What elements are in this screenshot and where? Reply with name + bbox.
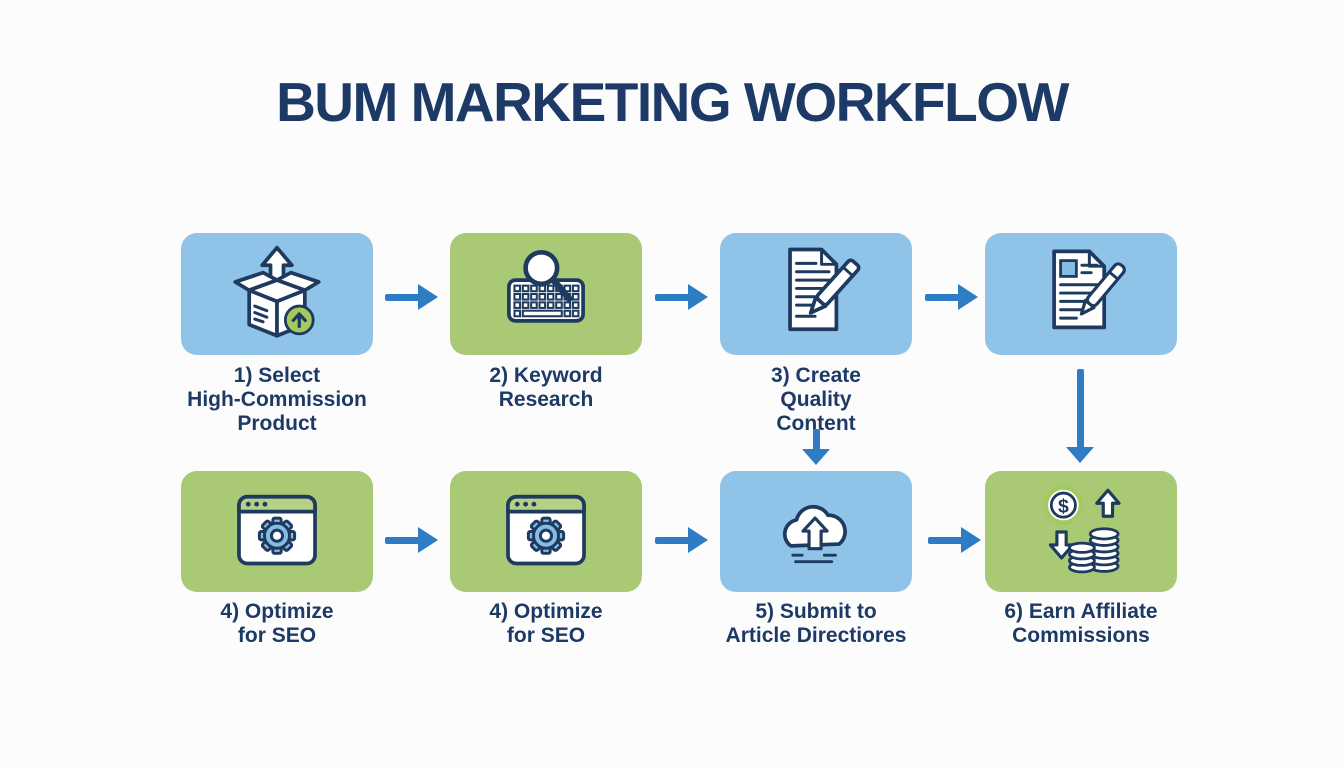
step-label-keyword-research: 2) Keyword Research	[489, 364, 603, 411]
product-box-upload-icon	[233, 245, 321, 338]
step-box-earn-commissions: $	[985, 471, 1177, 592]
step-label-optimize-seo-2: 4) Optimize for SEO	[489, 600, 603, 647]
step-box-create-content	[720, 233, 912, 355]
arrow-right-4	[385, 527, 438, 553]
step-label-create-content: 3) Create Quality Content	[771, 364, 861, 435]
article-pen-icon	[1052, 249, 1126, 330]
step-box-article-draft	[985, 233, 1177, 355]
step-label-earn-commissions: 6) Earn Affiliate Commissions	[1004, 600, 1158, 647]
keyboard-magnifier-icon	[507, 249, 585, 323]
step-box-select-product	[181, 233, 373, 355]
arrow-right-1	[385, 284, 438, 310]
dollar-sign: $	[1058, 495, 1069, 517]
arrow-down-content-to-submit	[802, 429, 830, 465]
step-box-optimize-seo-2	[450, 471, 642, 592]
step-box-keyword-research	[450, 233, 642, 355]
arrow-right-6	[928, 527, 981, 553]
money-commissions-icon: $	[1043, 484, 1121, 573]
document-pencil-icon	[788, 247, 861, 332]
step-label-select-product: 1) Select High-Commission Product	[187, 364, 367, 435]
arrow-right-2	[655, 284, 708, 310]
arrow-down-article-to-commissions	[1066, 369, 1094, 463]
step-label-optimize-seo-1: 4) Optimize for SEO	[220, 600, 334, 647]
arrow-right-3	[925, 284, 978, 310]
arrow-right-5	[655, 527, 708, 553]
cloud-upload-icon	[782, 504, 847, 563]
page-title: BUM MARKETING WORKFLOW	[276, 71, 1069, 133]
browser-gear-icon	[237, 494, 317, 565]
step-box-optimize-seo-1	[181, 471, 373, 592]
step-box-submit-directories	[720, 471, 912, 592]
browser-gear-icon	[506, 494, 586, 565]
step-label-submit-directories: 5) Submit to Article Directiores	[725, 600, 907, 647]
